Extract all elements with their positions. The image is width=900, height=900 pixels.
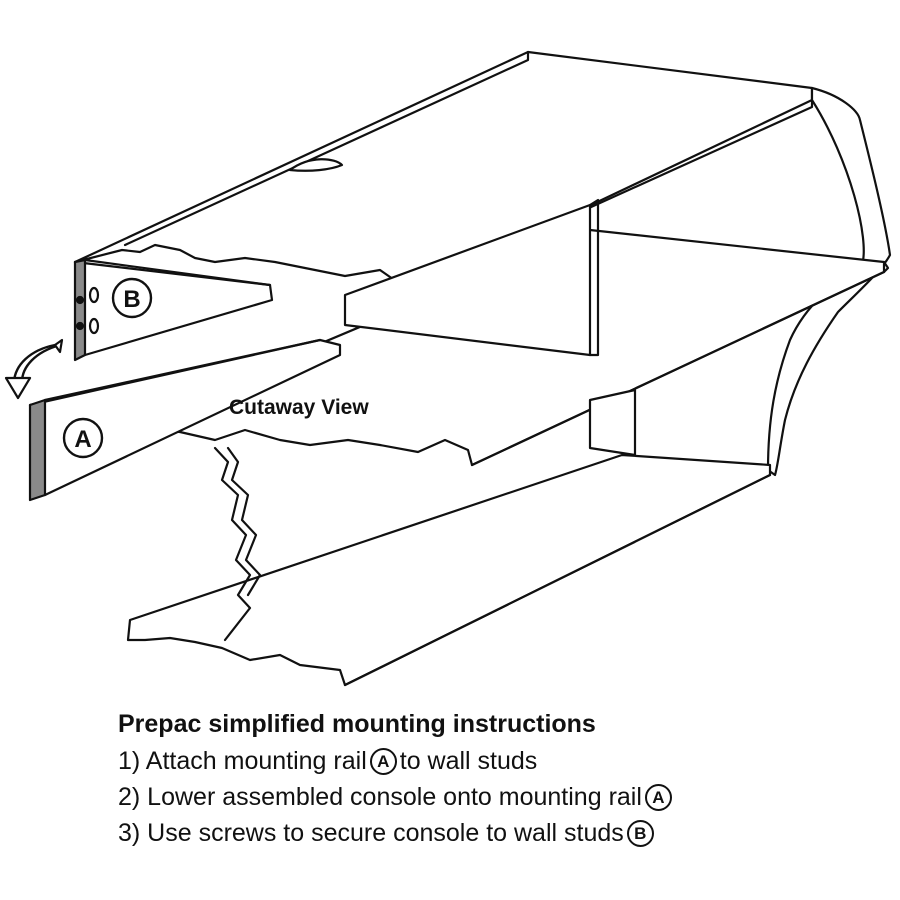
instruction-step-2: 2) Lower assembled console onto mounting…: [118, 779, 888, 815]
lower-divider: [588, 388, 637, 457]
step-1-text: 1) Attach mounting rail: [118, 747, 367, 775]
lower-arrow: [4, 338, 64, 400]
bottom-shelf: [126, 453, 772, 687]
upper-divider: [343, 198, 600, 357]
step-3-badge: B: [626, 819, 654, 847]
callout-a: A: [62, 417, 104, 459]
step-3-text: 3) Use screws to secure console to wall …: [118, 819, 624, 847]
step-2-badge: A: [644, 783, 672, 811]
instruction-step-1: 1) Attach mounting rail A to wall studs: [118, 743, 888, 779]
cord-notch: [288, 158, 344, 172]
instructions-title: Prepac simplified mounting instructions: [118, 710, 596, 738]
instruction-step-3: 3) Use screws to secure console to wall …: [118, 815, 888, 851]
rail-b: [73, 258, 274, 362]
rail-a: [28, 338, 342, 502]
step-1-badge: A: [369, 747, 397, 775]
step-2-text: 2) Lower assembled console onto mounting…: [118, 783, 642, 811]
callout-a-letter: A: [74, 426, 91, 453]
cutaway-label: Cutaway View: [229, 396, 369, 419]
instructions-panel: Prepac simplified mounting instructions …: [118, 705, 888, 851]
step-1-text-after: to wall studs: [399, 747, 538, 775]
cutaway-back-edge: [213, 446, 262, 642]
callout-b: B: [111, 277, 153, 319]
callout-b-letter: B: [123, 286, 140, 313]
